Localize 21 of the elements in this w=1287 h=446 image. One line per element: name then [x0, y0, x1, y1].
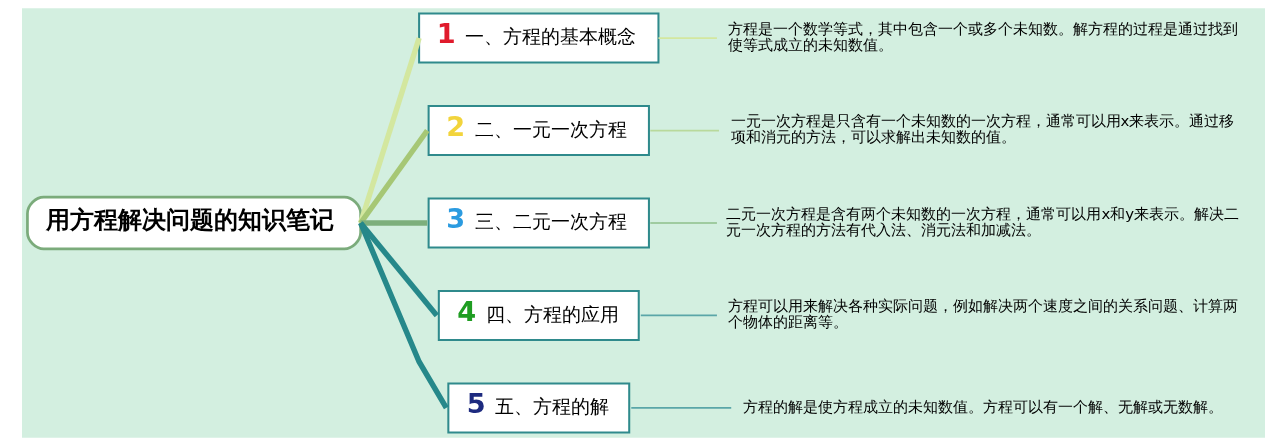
connector: [649, 129, 720, 132]
connector: [358, 128, 430, 225]
node-box: 1 一、方程的基本概念: [418, 12, 660, 64]
node-box: 2 二、一元一次方程: [427, 105, 650, 156]
node-box: 用方程解决问题的知识笔记: [26, 195, 362, 251]
node-text: 二元一次方程是含有两个未知数的一次方程，通常可以用x和y来表示。解决二元一次方程的方法有代入法、消元法和加减法。: [726, 204, 1240, 239]
connector: [657, 37, 718, 39]
node-box: 5 五、方程的解: [447, 382, 631, 434]
connector: [360, 220, 428, 226]
connector: [358, 221, 439, 318]
node-box: 4 四、方程的应用: [437, 290, 640, 341]
node-text: 方程是一个数学等式，其中包含一个或多个未知数。解方程的过程是通过找到使等式成立的未知数值。: [727, 19, 1238, 55]
connector: [358, 221, 449, 410]
node-box: 3 三、二元一次方程: [427, 197, 650, 249]
node-text: 一元一次方程是只含有一个未知数的一次方程，通常可以用x来表示。通过移项和消元的方法，可以求解出未知数的值。: [730, 112, 1235, 147]
connector: [358, 37, 422, 224]
connector: [639, 314, 718, 317]
connector: [630, 407, 733, 409]
node-text: 方程的解是使方程成立的未知数值。方程可以有一个解、无解或无数解。: [742, 397, 1223, 416]
connector: [649, 222, 718, 224]
node-text: 方程可以用来解决各种实际问题，例如解决两个速度之间的关系问题、计算两个物体的距离等。: [727, 297, 1238, 332]
